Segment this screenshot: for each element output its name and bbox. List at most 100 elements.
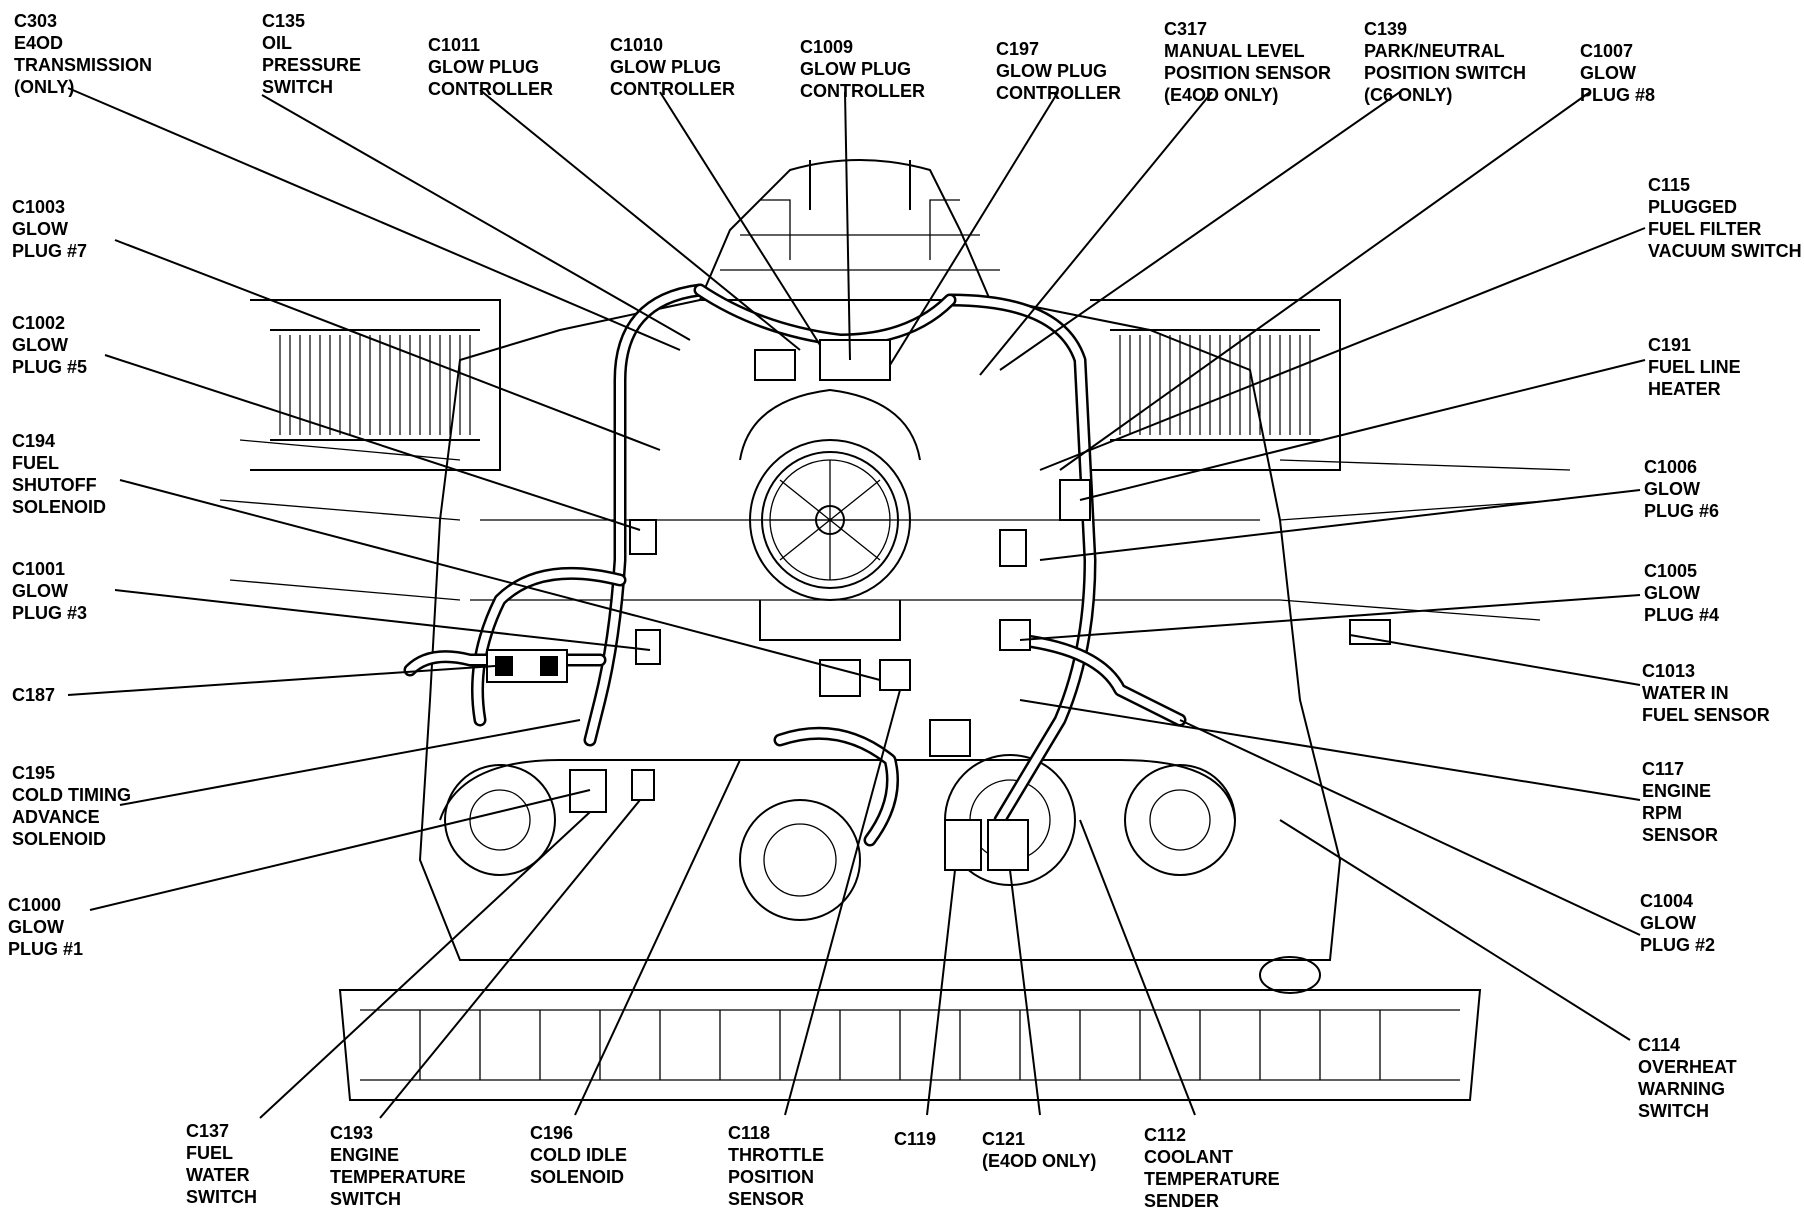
label-line: GLOW — [12, 335, 68, 355]
label-line: C1013 — [1642, 661, 1696, 681]
label-line: PLUG #6 — [1644, 501, 1720, 521]
label-line: CONTROLLER — [428, 79, 553, 99]
label-line: PLUG #8 — [1580, 85, 1656, 105]
label-line: POSITION SENSOR — [1164, 63, 1332, 83]
label-line: C117 — [1642, 759, 1685, 779]
label-c193: C193 ENGINE TEMPERATURE SWITCH — [330, 1122, 466, 1210]
transmission-housing — [698, 159, 1000, 301]
label-line: CONTROLLER — [996, 83, 1121, 103]
label-line: FUEL LINE — [1648, 357, 1741, 377]
label-c1005: C1005 GLOW PLUG #4 — [1644, 560, 1719, 626]
label-c1013: C1013 WATER IN FUEL SENSOR — [1642, 660, 1770, 726]
label-c187: C187 — [12, 684, 55, 706]
label-line: FUEL FILTER — [1648, 219, 1762, 239]
label-line: GLOW — [1644, 583, 1700, 603]
label-line: PLUG #3 — [12, 603, 88, 623]
label-line: CONTROLLER — [610, 79, 735, 99]
label-line: GLOW PLUG — [996, 61, 1107, 81]
label-c1004: C1004 GLOW PLUG #2 — [1640, 890, 1715, 956]
label-c115: C115 PLUGGED FUEL FILTER VACUUM SWITCH — [1648, 174, 1802, 262]
label-line: C187 — [12, 685, 56, 705]
label-line: C114 — [1638, 1035, 1681, 1055]
label-line: FUEL SENSOR — [1642, 705, 1770, 725]
label-c1001: C1001 GLOW PLUG #3 — [12, 558, 87, 624]
label-line: WARNING — [1638, 1079, 1725, 1099]
label-line: RPM — [1642, 803, 1682, 823]
label-line: COLD IDLE — [530, 1145, 627, 1165]
label-line: COLD TIMING — [12, 785, 131, 805]
label-line: OIL — [262, 33, 292, 53]
label-line: PARK/NEUTRAL — [1364, 41, 1505, 61]
label-line: C112 — [1144, 1125, 1187, 1145]
label-line: VACUUM SWITCH — [1648, 241, 1802, 261]
label-line: WATER — [186, 1165, 250, 1185]
label-line: C137 — [186, 1121, 230, 1141]
label-line: C193 — [330, 1123, 374, 1143]
air-cleaner — [739, 388, 921, 641]
label-c1007: C1007 GLOW PLUG #8 — [1580, 40, 1655, 106]
label-line: C196 — [530, 1123, 574, 1143]
label-c1006: C1006 GLOW PLUG #6 — [1644, 456, 1719, 522]
label-line: OVERHEAT — [1638, 1057, 1737, 1077]
label-c194: C194 FUEL SHUTOFF SOLENOID — [12, 430, 106, 518]
label-line: C139 — [1364, 19, 1408, 39]
label-line: C1003 — [12, 197, 66, 217]
label-line: COOLANT — [1144, 1147, 1233, 1167]
label-line: C191 — [1648, 335, 1692, 355]
label-line: E4OD — [14, 33, 64, 53]
left-valve-cover — [250, 299, 501, 471]
label-c137: C137 FUEL WATER SWITCH — [186, 1120, 257, 1208]
label-line: GLOW — [8, 917, 64, 937]
label-line: ENGINE — [1642, 781, 1712, 801]
label-line: GLOW — [1644, 479, 1700, 499]
label-line: GLOW — [12, 581, 68, 601]
label-c1003: C1003 GLOW PLUG #7 — [12, 196, 87, 262]
label-line: PLUG #4 — [1644, 605, 1720, 625]
label-line: SWITCH — [186, 1187, 257, 1207]
label-line: (ONLY) — [14, 77, 75, 97]
label-line: SENSOR — [728, 1189, 805, 1209]
label-line: GLOW PLUG — [610, 57, 721, 77]
label-c112: C112 COOLANT TEMPERATURE SENDER — [1144, 1124, 1280, 1212]
label-line: ADVANCE — [12, 807, 100, 827]
label-c1009: C1009 GLOW PLUG CONTROLLER — [800, 36, 925, 102]
label-line: HEATER — [1648, 379, 1721, 399]
label-line: C115 — [1648, 175, 1691, 195]
label-line: C1011 — [428, 35, 481, 55]
label-line: SWITCH — [330, 1189, 401, 1209]
label-line: C1007 — [1580, 41, 1634, 61]
label-line: SOLENOID — [12, 497, 107, 517]
connectors — [486, 339, 1391, 871]
label-line: PLUG #1 — [8, 939, 84, 959]
label-line: C194 — [12, 431, 56, 451]
label-c303: C303 E4OD TRANSMISSION (ONLY) — [14, 10, 152, 98]
label-line: (E4OD ONLY) — [1164, 85, 1279, 105]
label-line: (E4OD ONLY) — [982, 1151, 1097, 1171]
leader-lines — [67, 87, 1646, 1119]
label-line: (C6 ONLY) — [1364, 85, 1453, 105]
label-line: PLUG #2 — [1640, 935, 1716, 955]
label-line: THROTTLE — [728, 1145, 824, 1165]
label-line: SWITCH — [1638, 1101, 1709, 1121]
label-line: ENGINE — [330, 1145, 400, 1165]
label-line: PLUG #5 — [12, 357, 88, 377]
label-line: C121 — [982, 1129, 1026, 1149]
label-c135: C135 OIL PRESSURE SWITCH — [262, 10, 361, 98]
label-c317: C317 MANUAL LEVEL POSITION SENSOR (E4OD … — [1164, 18, 1331, 106]
radiator — [338, 956, 1482, 1101]
label-line: SENSOR — [1642, 825, 1719, 845]
label-line: C1001 — [12, 559, 66, 579]
label-line: C303 — [14, 11, 58, 31]
label-line: TEMPERATURE — [330, 1167, 466, 1187]
label-line: C1004 — [1640, 891, 1694, 911]
label-line: C1002 — [12, 313, 66, 333]
label-line: FUEL — [186, 1143, 233, 1163]
label-c1000: C1000 GLOW PLUG #1 — [8, 894, 83, 960]
label-line: WATER IN — [1642, 683, 1729, 703]
label-line: C118 — [728, 1123, 771, 1143]
label-line: C119 — [894, 1129, 937, 1149]
label-line: SWITCH — [262, 77, 333, 97]
wiring-harness — [403, 283, 1187, 847]
label-line: PRESSURE — [262, 55, 362, 75]
